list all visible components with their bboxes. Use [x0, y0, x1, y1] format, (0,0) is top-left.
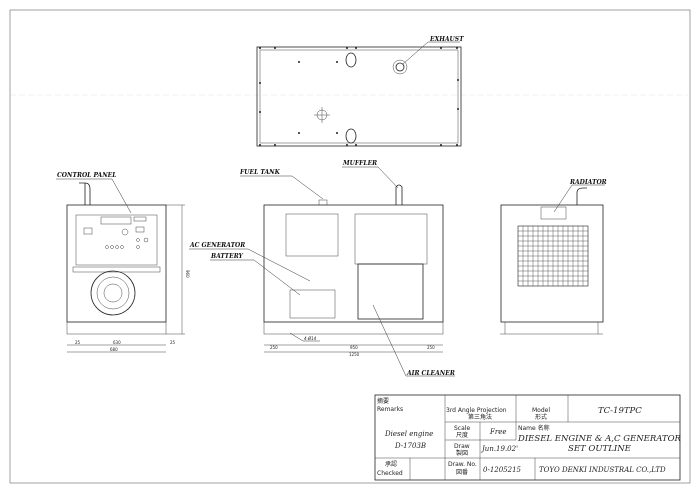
svg-text:250: 250	[427, 345, 435, 350]
svg-text:680: 680	[110, 347, 118, 352]
drawing-number: 0-1205215	[483, 466, 522, 474]
muffler-pipe	[395, 184, 403, 205]
title-block: 摘要 Remarks Diesel engine D-1703B 承認 Chec…	[374, 394, 682, 481]
svg-text:25: 25	[170, 340, 176, 345]
battery	[289, 289, 336, 319]
svg-text:形式: 形式	[535, 413, 547, 421]
label-exhaust: EXHAUST	[429, 36, 464, 43]
lifting-eye-icon	[345, 128, 357, 144]
svg-text:Jun.19.02': Jun.19.02'	[480, 445, 518, 453]
svg-text:Diesel engine: Diesel engine	[384, 430, 433, 438]
svg-text:Draw. No.: Draw. No.	[448, 461, 477, 468]
svg-text:SET OUTLINE: SET OUTLINE	[568, 444, 632, 454]
svg-text:Scale: Scale	[454, 425, 470, 432]
svg-text:4-Ø14: 4-Ø14	[304, 336, 317, 341]
engine	[357, 263, 424, 320]
label-control-panel: CONTROL PANEL	[57, 172, 116, 179]
label-air-cleaner: AIR CLEANER	[406, 370, 455, 377]
svg-text:Checked: Checked	[377, 470, 403, 477]
generator-fan-icon	[90, 270, 136, 316]
svg-text:630: 630	[113, 340, 121, 345]
svg-text:第三角法: 第三角法	[468, 413, 492, 421]
svg-text:図番: 図番	[456, 469, 468, 476]
control-panel	[75, 214, 158, 266]
svg-text:D-1703B: D-1703B	[394, 442, 426, 450]
svg-text:承認: 承認	[385, 460, 397, 468]
svg-text:25: 25	[75, 340, 81, 345]
side-view: 250 950 250 1250 4-Ø14 FUEL TANK MUFFLER…	[189, 160, 455, 377]
muffler-box	[354, 213, 428, 265]
svg-text:Free: Free	[489, 428, 507, 436]
front-view: 960 25 630 25 680 CONTROL PANEL	[56, 172, 190, 353]
label-battery: BATTERY	[210, 253, 243, 260]
label-ac-generator: AC GENERATOR	[189, 242, 245, 249]
exhaust-pipe	[79, 182, 91, 205]
exhaust-outlet-icon	[392, 59, 408, 75]
top-view: EXHAUST	[256, 36, 464, 147]
svg-text:3rd Angle Projection: 3rd Angle Projection	[446, 407, 507, 414]
lifting-eye-icon	[345, 52, 357, 68]
svg-text:950: 950	[350, 345, 358, 350]
label-muffler: MUFFLER	[342, 160, 377, 167]
label-fuel-tank: FUEL TANK	[239, 169, 281, 176]
svg-text:Model: Model	[532, 407, 550, 414]
svg-text:Name 名称: Name 名称	[518, 424, 550, 432]
model-value: TC-19TPC	[598, 406, 642, 416]
svg-text:Draw: Draw	[454, 443, 470, 450]
drawing-name: DIESEL ENGINE & A,C GENERATOR	[517, 434, 682, 444]
rear-view: RADIATOR	[500, 179, 607, 335]
svg-text:960: 960	[185, 270, 190, 278]
svg-text:製図: 製図	[456, 449, 468, 457]
svg-text:250: 250	[270, 345, 278, 350]
label-radiator: RADIATOR	[569, 179, 607, 186]
svg-text:Remarks: Remarks	[377, 406, 403, 413]
svg-text:尺度: 尺度	[456, 431, 468, 439]
fuel-tank	[285, 213, 339, 257]
company-name: TOYO DENKI INDUSTRAL CO.,LTD	[539, 466, 666, 474]
drawing-border	[9, 9, 691, 484]
svg-text:1250: 1250	[349, 352, 360, 357]
svg-text:摘要: 摘要	[377, 397, 389, 405]
